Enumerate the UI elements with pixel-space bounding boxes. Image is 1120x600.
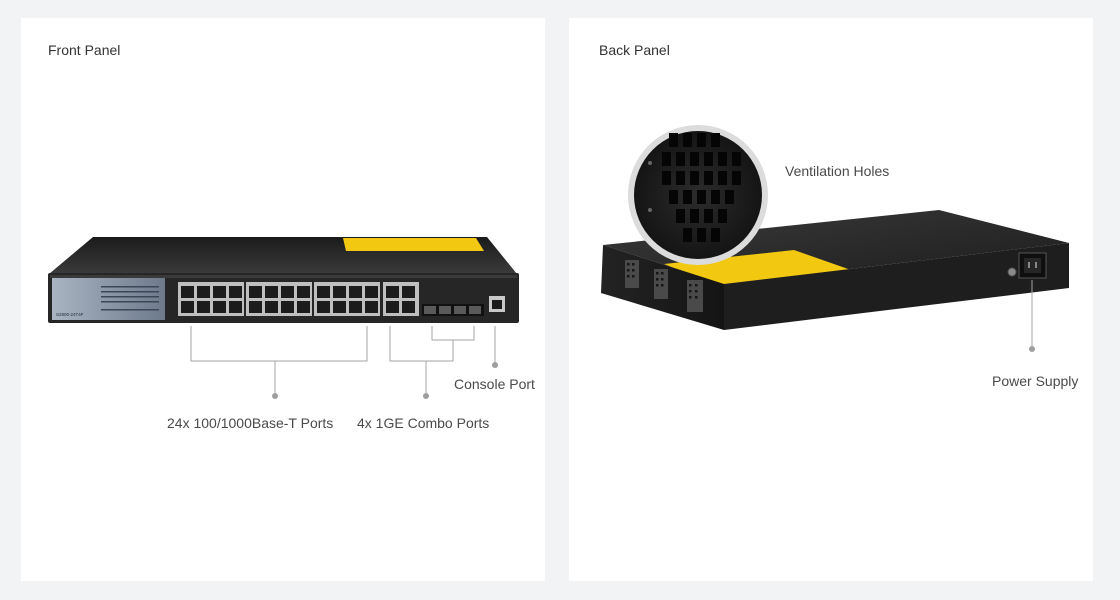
back-switch-illustration (601, 125, 1069, 352)
rj45-combo-port-group (383, 282, 419, 316)
model-label-area (52, 278, 165, 320)
console-port-callout-label: Console Port (454, 376, 535, 392)
rj45-port-icon (249, 286, 310, 313)
callout-dots (272, 362, 498, 399)
ventilation-magnifier (628, 125, 768, 265)
rj45-port-icon (386, 286, 415, 313)
status-led-grid (101, 286, 159, 311)
front-switch-illustration: S2800-24T4F (48, 237, 519, 399)
sfp-slot-icon (422, 304, 484, 316)
callout-leader-lines (190, 326, 496, 395)
rj45-port-group-2 (246, 282, 312, 316)
ventilation-callout-label: Ventilation Holes (785, 163, 890, 179)
front-panel-title: Front Panel (48, 42, 121, 58)
console-port-icon (489, 296, 505, 312)
ports-callout-label: 24x 100/1000Base-T Ports (167, 415, 334, 431)
rj45-port-group-3 (314, 282, 380, 316)
top-warning-sticker (343, 238, 484, 251)
back-warning-sticker (664, 250, 851, 285)
power-leader-dot (1029, 346, 1035, 352)
power-supply-callout-label: Power Supply (992, 373, 1079, 389)
rj45-port-group-1 (178, 282, 244, 316)
rj45-port-icon (181, 286, 242, 313)
front-panel-card: Front Panel S2800-24T4F (21, 18, 545, 581)
power-inlet-icon (1018, 252, 1047, 279)
combo-ports-callout-label: 4x 1GE Combo Ports (357, 415, 490, 431)
back-panel-title: Back Panel (599, 42, 670, 58)
back-panel-card: Back Panel (569, 18, 1093, 581)
ground-screw-icon (1007, 267, 1017, 277)
rj45-port-icon (317, 286, 378, 313)
device-model-label: S2800-24T4F (56, 312, 84, 317)
back-switch-rear-face (724, 243, 1069, 330)
